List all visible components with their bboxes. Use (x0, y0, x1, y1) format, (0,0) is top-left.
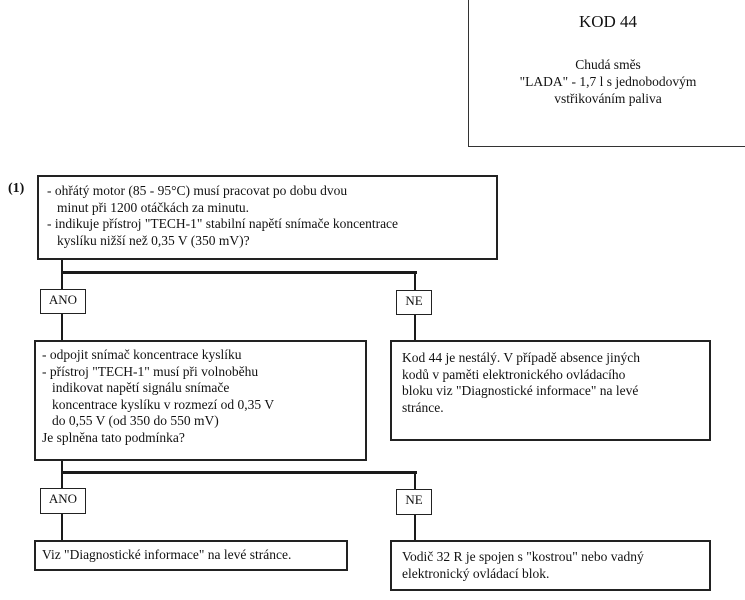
connector (61, 461, 63, 489)
step2-line: do 0,55 V (od 350 do 550 mV) (52, 413, 219, 428)
connector (61, 271, 417, 274)
yes2-result-box: Viz "Diagnostické informace" na levé str… (34, 540, 348, 571)
result-line: bloku viz "Diagnostické informace" na le… (402, 383, 639, 398)
result-line: elektronický ovládací blok. (402, 565, 550, 581)
connector (61, 260, 63, 290)
subtitle-line: "LADA" - 1,7 l s jednobodovým (519, 74, 697, 89)
header-subtitle: Chudá směs "LADA" - 1,7 l s jednobodovým… (469, 56, 745, 107)
step1-box: - ohřátý motor (85 - 95°C) musí pracovat… (37, 175, 498, 260)
connector (414, 471, 416, 490)
connector (61, 471, 417, 474)
no-label: NE (396, 290, 432, 315)
connector (414, 315, 416, 341)
header-box: KOD 44 Chudá směs "LADA" - 1,7 l s jedno… (468, 0, 745, 147)
result-text: Viz "Diagnostické informace" na levé str… (42, 547, 292, 562)
step1-line: kyslíku nižší než 0,35 V (350 mV)? (57, 232, 250, 248)
yes-label: ANO (40, 488, 86, 514)
connector (414, 271, 416, 291)
result-line: kodů v paměti elektronického ovládacího (402, 366, 626, 382)
step1-line: minut při 1200 otáčkách za minutu. (57, 199, 249, 215)
connector (61, 514, 63, 541)
step2-line: indikovat napětí signálu snímače (52, 380, 230, 395)
step1-line: - ohřátý motor (85 - 95°C) musí pracovat… (47, 183, 348, 198)
step2-line: koncentrace kyslíku v rozmezí od 0,35 V (52, 396, 275, 412)
step2-box: - odpojit snímač koncentrace kyslíku - p… (34, 340, 367, 461)
result-line: stránce. (402, 399, 444, 415)
result-line: Vodič 32 R je spojen s "kostrou" nebo va… (402, 549, 644, 564)
code-title: KOD 44 (578, 12, 638, 31)
subtitle-line: Chudá směs (575, 57, 641, 72)
step1-line: - indikuje přístroj "TECH-1" stabilní na… (47, 216, 399, 231)
no-label: NE (396, 489, 432, 515)
step2-line: - přístroj "TECH-1" musí při volnoběhu (42, 363, 259, 379)
step2-line: - odpojit snímač koncentrace kyslíku (42, 347, 242, 362)
subtitle-line: vstřikováním paliva (554, 91, 662, 106)
step2-line: Je splněna tato podmínka? (42, 429, 185, 445)
no2-result-box: Vodič 32 R je spojen s "kostrou" nebo va… (390, 540, 711, 591)
connector (61, 314, 63, 341)
step-number: (1) (8, 181, 25, 196)
result-line: Kod 44 je nestálý. V případě absence jin… (402, 350, 640, 365)
connector (414, 515, 416, 541)
no1-result-box: Kod 44 je nestálý. V případě absence jin… (390, 340, 711, 441)
yes-label: ANO (40, 289, 86, 314)
